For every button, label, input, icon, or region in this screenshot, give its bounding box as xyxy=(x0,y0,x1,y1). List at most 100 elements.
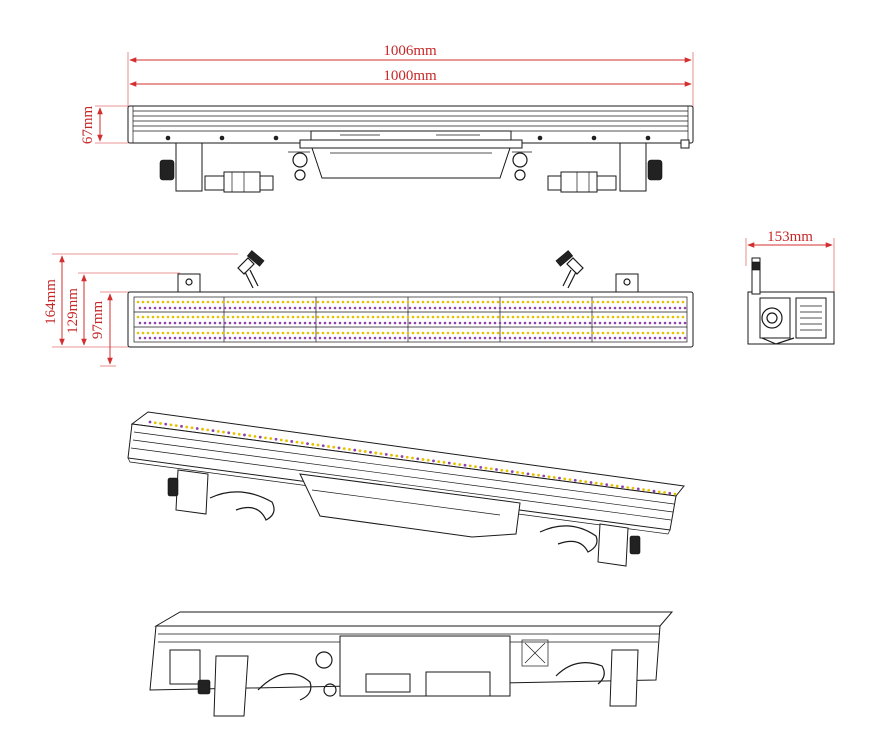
led-dot xyxy=(658,336,662,340)
led-dot xyxy=(411,315,415,319)
perspective-led-dot xyxy=(285,439,288,443)
led-dot xyxy=(471,300,475,304)
led-dot xyxy=(218,321,222,325)
led-dot xyxy=(216,315,220,319)
led-dot xyxy=(598,306,602,310)
led-dot xyxy=(136,300,140,304)
led-dot xyxy=(478,336,482,340)
led-dot xyxy=(576,300,580,304)
perspective-led-dot xyxy=(610,483,614,487)
led-dot xyxy=(496,315,500,319)
led-dot xyxy=(216,300,220,304)
led-dot xyxy=(478,306,482,310)
led-dot xyxy=(348,306,352,310)
led-dot xyxy=(406,315,410,319)
led-dot xyxy=(348,321,352,325)
led-dot xyxy=(393,321,397,325)
led-dot xyxy=(223,321,227,325)
perspective-led-dot xyxy=(222,430,225,434)
led-dot xyxy=(403,306,407,310)
led-dot xyxy=(231,331,235,335)
led-dot xyxy=(416,331,420,335)
led-dot xyxy=(218,306,222,310)
perspective-led-dot xyxy=(626,486,630,489)
perspective-led-dot xyxy=(153,421,157,425)
led-dot xyxy=(673,321,677,325)
led-dot xyxy=(156,300,160,304)
led-dot xyxy=(256,300,260,304)
led-dot xyxy=(363,336,367,340)
led-dot xyxy=(253,306,257,310)
led-dot xyxy=(521,331,525,335)
led-dot xyxy=(668,306,672,310)
led-dot xyxy=(603,336,607,340)
led-dot xyxy=(311,300,315,304)
led-dot xyxy=(346,315,350,319)
led-dot xyxy=(633,336,637,340)
led-dot xyxy=(491,331,495,335)
dimension-body-length: 1000mm xyxy=(129,68,692,87)
led-dot xyxy=(651,331,655,335)
perspective-led-dot xyxy=(447,461,451,465)
led-dot xyxy=(258,336,262,340)
front-view: 1006mm 1000mm 67mm xyxy=(80,43,694,193)
led-dot xyxy=(503,336,507,340)
led-dot xyxy=(406,331,410,335)
led-dot xyxy=(526,331,530,335)
led-dot xyxy=(446,315,450,319)
led-dot xyxy=(221,331,225,335)
led-dot xyxy=(396,315,400,319)
led-dot xyxy=(353,306,357,310)
perspective-led-dot xyxy=(405,455,409,459)
led-dot xyxy=(303,306,307,310)
led-dot xyxy=(236,331,240,335)
led-dot xyxy=(468,336,472,340)
body-length-label: 1000mm xyxy=(383,68,437,84)
led-dot xyxy=(481,331,485,335)
led-dot xyxy=(368,336,372,340)
led-dot xyxy=(438,336,442,340)
led-dot xyxy=(663,336,667,340)
led-dot xyxy=(301,331,305,335)
led-dot xyxy=(621,300,625,304)
led-dot xyxy=(413,336,417,340)
led-dot xyxy=(653,336,657,340)
perspective-led-dot xyxy=(180,424,183,428)
led-dot xyxy=(476,331,480,335)
led-dot xyxy=(588,336,592,340)
led-dot xyxy=(433,336,437,340)
led-dot xyxy=(183,306,187,310)
led-dot xyxy=(453,306,457,310)
led-dot xyxy=(263,336,267,340)
led-dot xyxy=(461,315,465,319)
led-dot xyxy=(641,315,645,319)
led-dot xyxy=(338,306,342,310)
led-dot xyxy=(268,321,272,325)
led-dot xyxy=(151,315,155,319)
led-dot xyxy=(551,331,555,335)
led-dot xyxy=(263,321,267,325)
perspective-led-dot xyxy=(232,432,236,435)
led-dot xyxy=(168,336,172,340)
led-dot xyxy=(331,300,335,304)
led-dot xyxy=(401,300,405,304)
led-dot xyxy=(236,315,240,319)
led-dot xyxy=(256,331,260,335)
perspective-led-dot xyxy=(558,476,561,480)
led-dot xyxy=(473,321,477,325)
led-dot xyxy=(281,300,285,304)
led-dot xyxy=(153,336,157,340)
led-dot xyxy=(136,331,140,335)
perspective-led-dot xyxy=(311,442,315,446)
led-dot xyxy=(413,306,417,310)
led-dot xyxy=(323,306,327,310)
led-dot xyxy=(193,306,197,310)
led-dot xyxy=(188,336,192,340)
led-dot xyxy=(196,300,200,304)
perspective-led-dot xyxy=(615,484,619,488)
led-dot xyxy=(611,331,615,335)
led-dot xyxy=(606,300,610,304)
led-dot xyxy=(301,300,305,304)
led-dot xyxy=(398,336,402,340)
led-dot xyxy=(361,331,365,335)
